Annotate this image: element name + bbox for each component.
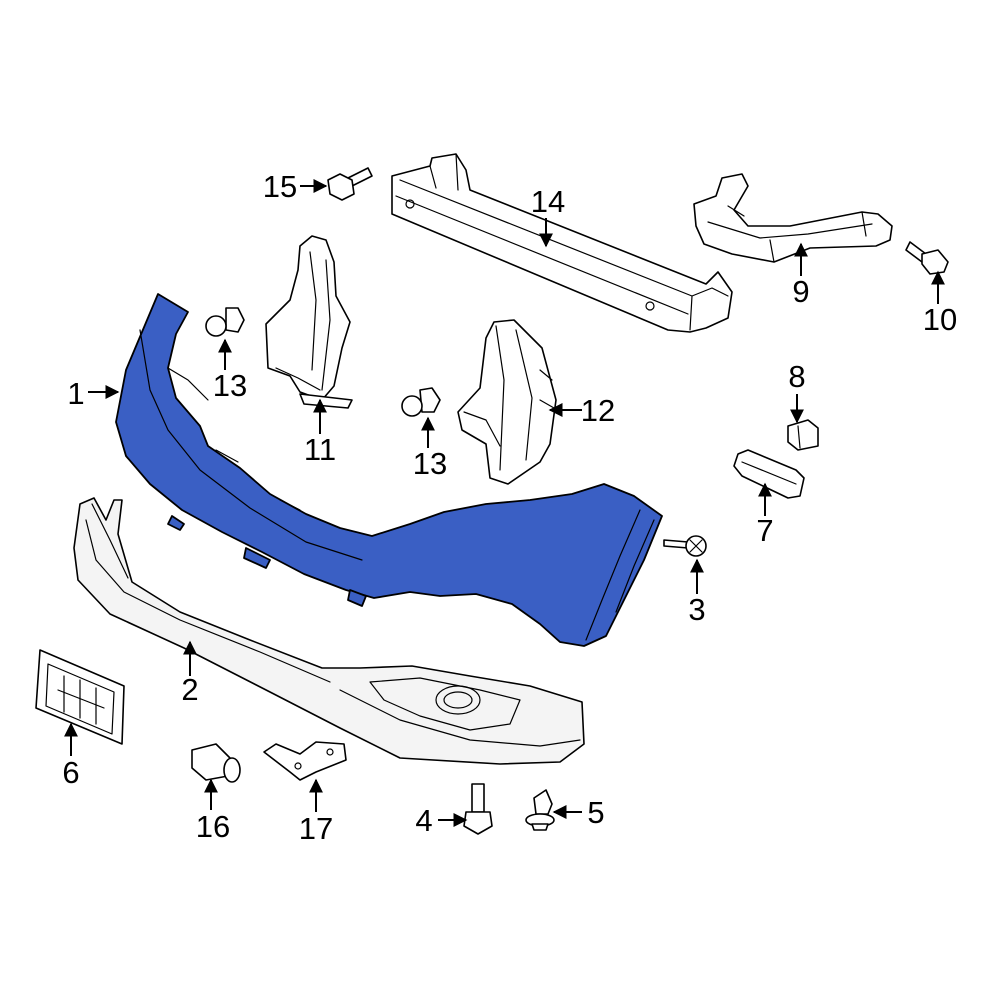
- clip-13-upper-part[interactable]: [205, 307, 245, 337]
- callout-10[interactable]: 10: [923, 302, 957, 337]
- callout-7[interactable]: 7: [756, 513, 773, 548]
- bumper-cover-part[interactable]: [115, 293, 663, 647]
- callout-13a[interactable]: 13: [213, 368, 247, 403]
- clip-13-lower-part[interactable]: [401, 387, 441, 417]
- callout-11[interactable]: 11: [304, 432, 336, 467]
- callout-8[interactable]: 8: [788, 359, 805, 394]
- callout-2[interactable]: 2: [181, 672, 198, 707]
- callout-4[interactable]: 4: [415, 803, 432, 838]
- bracket-17-part[interactable]: [263, 741, 347, 781]
- callout-12[interactable]: 12: [581, 393, 615, 428]
- bolt-10-part[interactable]: [905, 241, 949, 275]
- callout-9[interactable]: 9: [792, 274, 809, 309]
- callout-6[interactable]: 6: [62, 755, 79, 790]
- callout-17[interactable]: 17: [299, 811, 333, 846]
- callout-15[interactable]: 15: [263, 169, 297, 204]
- stud-bolt-4-part[interactable]: [463, 783, 493, 835]
- bolt-15-part[interactable]: [327, 167, 373, 201]
- push-clip-5-part[interactable]: [525, 789, 555, 831]
- lower-cover-part[interactable]: [73, 497, 585, 765]
- callout-13b[interactable]: 13: [413, 446, 447, 481]
- callout-labels: 1 2 3 4 5 6 7 8 9 10 11 12 13 13 14 15 1…: [62, 169, 957, 846]
- callout-arrows: [64, 179, 945, 827]
- right-air-guide-part[interactable]: [457, 319, 557, 485]
- left-air-guide-part[interactable]: [265, 235, 353, 409]
- clip-nut-8-part[interactable]: [787, 419, 819, 451]
- license-bracket-part[interactable]: [35, 649, 125, 745]
- side-bracket-part[interactable]: [693, 173, 893, 263]
- callout-16[interactable]: 16: [196, 809, 230, 844]
- callout-1[interactable]: 1: [67, 376, 84, 411]
- callout-3[interactable]: 3: [688, 592, 705, 627]
- screw-3-part[interactable]: [663, 535, 707, 557]
- bracket-7-part[interactable]: [733, 449, 805, 499]
- callout-5[interactable]: 5: [587, 795, 604, 830]
- sensor-16-part[interactable]: [191, 743, 241, 783]
- callout-14[interactable]: 14: [531, 184, 565, 219]
- reinforcement-beam-part[interactable]: [391, 153, 733, 333]
